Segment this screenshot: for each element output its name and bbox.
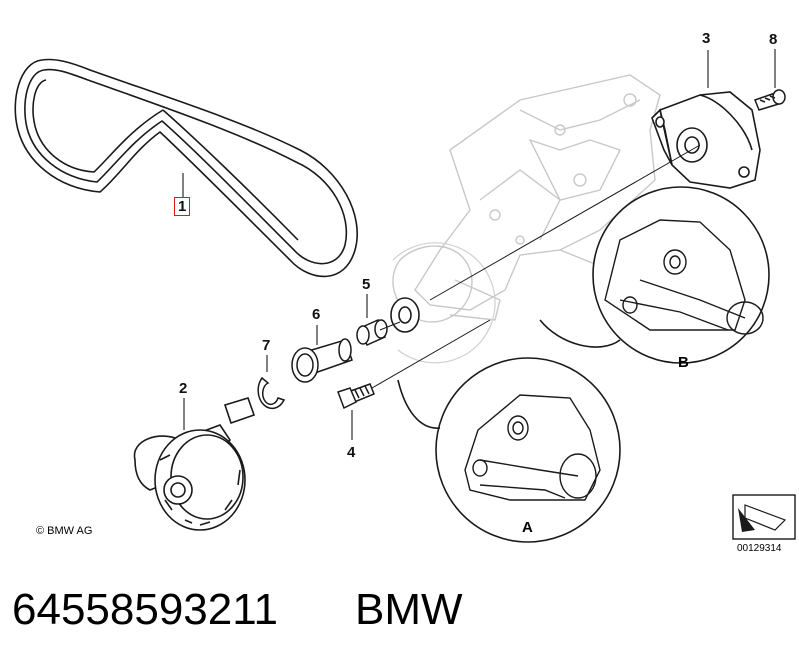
- washer-7: [257, 376, 286, 410]
- callout-4: 4: [347, 444, 356, 461]
- callout-7: 7: [262, 337, 271, 354]
- detail-circle-b: [539, 186, 770, 364]
- detail-label-b: B: [678, 354, 689, 371]
- callout-2: 2: [179, 380, 188, 397]
- callout-5: 5: [362, 276, 371, 293]
- bolt-4: [337, 383, 375, 410]
- mounting-boss: [390, 297, 420, 333]
- detail-label-a: A: [522, 519, 533, 536]
- mount-outline: [392, 242, 496, 364]
- detail-circle-a: [397, 357, 621, 543]
- ribbed-v-belt: [14, 58, 358, 278]
- copyright-text: © BMW AG: [36, 525, 93, 537]
- leader-lines: [182, 49, 776, 440]
- callout-8: 8: [769, 31, 778, 48]
- parts-exploded-diagram: [14, 49, 796, 543]
- callout-3: 3: [702, 30, 711, 47]
- bolt-8: [754, 89, 786, 111]
- tensioner-pulley-2: [133, 397, 256, 531]
- brand-name: BMW: [355, 585, 463, 634]
- diagram-id-box: [732, 494, 796, 540]
- spacer-5: [356, 319, 388, 346]
- part-number: 64558593211: [12, 585, 278, 634]
- diagram-number: 00129314: [737, 543, 782, 554]
- tensioner-housing: [651, 91, 761, 189]
- callout-1: 1: [174, 197, 191, 216]
- bushing-6: [291, 338, 353, 383]
- callout-6: 6: [312, 306, 321, 323]
